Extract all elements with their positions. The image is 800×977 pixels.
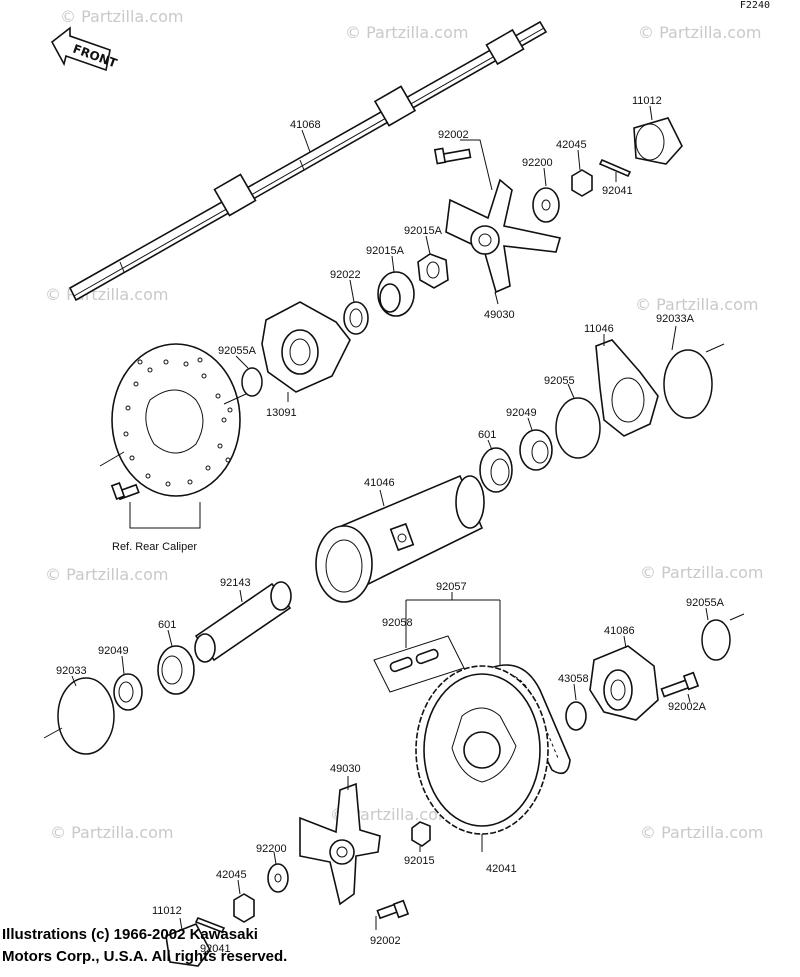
part-label: 42041 xyxy=(486,863,517,875)
part-label: 13091 xyxy=(266,407,297,419)
part-label: 41068 xyxy=(290,119,321,131)
copyright-line: Motors Corp., U.S.A. All rights reserved… xyxy=(2,948,288,965)
chain-master-link-92058 xyxy=(373,635,465,693)
part-label: 49030 xyxy=(330,763,361,775)
seal-92049-top xyxy=(519,429,553,471)
nut-42045-bottom xyxy=(233,893,255,923)
collar-92022 xyxy=(343,301,369,335)
bearing-601-top xyxy=(479,447,513,493)
nut-92015A xyxy=(417,253,449,289)
nut-92015 xyxy=(411,821,431,847)
circlip-92033A xyxy=(663,349,713,419)
part-label: 601 xyxy=(158,619,176,631)
part-label: 92055A xyxy=(686,597,725,609)
watermark: © Partzilla.com xyxy=(45,285,168,304)
part-label: 92041 xyxy=(602,185,633,197)
part-label: 92002 xyxy=(370,935,401,947)
watermark: © Partzilla.com xyxy=(330,805,453,824)
part-label: 92200 xyxy=(256,843,287,855)
cotter-pin-92041-bottom xyxy=(194,916,226,934)
part-label: 92055A xyxy=(218,345,257,357)
caliper-bracket-11046 xyxy=(595,339,659,437)
copyright-notice: Illustrations (c) 1966-2002 Kawasaki Mot… xyxy=(2,924,422,968)
part-label: 92033A xyxy=(656,313,695,325)
part-label: 42045 xyxy=(556,139,587,151)
part-label: 92057 xyxy=(436,581,467,593)
part-label: 92200 xyxy=(522,157,553,169)
part-label: 41046 xyxy=(364,477,395,489)
watermark: © Partzilla.com xyxy=(60,7,183,26)
part-label: 92002 xyxy=(438,129,469,141)
watermark: © Partzilla.com xyxy=(638,23,761,42)
part-label: 43058 xyxy=(558,673,589,685)
part-label: 92015A xyxy=(366,245,405,257)
part-label: 11046 xyxy=(584,323,614,335)
watermark: © Partzilla.com xyxy=(45,565,168,584)
part-label: 92015A xyxy=(404,225,443,237)
spacer-sleeve-92143 xyxy=(194,581,292,663)
seal-92049-left xyxy=(113,673,143,711)
part-label: 92143 xyxy=(220,577,251,589)
front-arrow-icon: FRONT xyxy=(50,26,120,72)
disc-bolt xyxy=(110,482,140,501)
rear-sprocket-42041 xyxy=(415,665,549,835)
sprocket-coupling-49030-top xyxy=(445,178,562,294)
part-label: 92049 xyxy=(98,645,129,657)
watermark: © Partzilla.com xyxy=(345,23,468,42)
part-label: 92055 xyxy=(544,375,575,387)
cap-11012-top xyxy=(633,117,683,165)
diagram-code: F2240 xyxy=(740,0,770,11)
watermark: © Partzilla.com xyxy=(635,295,758,314)
part-label: 92022 xyxy=(330,269,361,281)
hub-41086 xyxy=(589,645,659,721)
part-label: 92015 xyxy=(404,855,435,867)
part-label: 92041 xyxy=(200,943,231,955)
watermark: © Partzilla.com xyxy=(640,563,763,582)
oring-92055 xyxy=(555,397,601,459)
part-label: 41086 xyxy=(604,625,635,637)
watermark: © Partzilla.com xyxy=(640,823,763,842)
bolt-92002 xyxy=(433,147,472,165)
part-label: 49030 xyxy=(484,309,515,321)
bearing-601-left xyxy=(157,645,195,695)
sprocket-coupling-49030-bottom xyxy=(299,782,381,906)
disc-hub-13091 xyxy=(261,301,351,393)
copyright-line: Illustrations (c) 1966-2002 Kawasaki xyxy=(2,926,258,943)
washer-92200-top xyxy=(532,187,560,223)
bolt-92002-bottom xyxy=(376,899,410,920)
brake-disc xyxy=(111,343,241,497)
part-label: 42045 xyxy=(216,869,247,881)
oring-92055A-right xyxy=(701,619,731,661)
cotter-pin-92041-top xyxy=(598,158,632,178)
washer-92200-bottom xyxy=(267,863,289,893)
cap-11012-bottom xyxy=(165,922,211,967)
part-label: 601 xyxy=(478,429,496,441)
bolt-92002A xyxy=(660,671,700,698)
part-label: 92049 xyxy=(506,407,537,419)
bearing-92015A xyxy=(377,271,415,317)
oring-92055A-left xyxy=(241,367,263,397)
part-label: 11012 xyxy=(152,905,182,917)
watermark: © Partzilla.com xyxy=(50,823,173,842)
part-label: 92058 xyxy=(382,617,413,629)
part-label: 11012 xyxy=(632,95,662,107)
ref-note: Ref. Rear Caliper xyxy=(112,541,197,553)
circlip-92033 xyxy=(57,677,115,755)
part-label: 92002A xyxy=(668,701,707,713)
axle-housing-41046 xyxy=(315,474,485,603)
collar-43058 xyxy=(565,701,587,731)
part-label: 92033 xyxy=(56,665,87,677)
rear-axle-shaft xyxy=(68,20,548,302)
nut-42045-top xyxy=(571,169,593,197)
